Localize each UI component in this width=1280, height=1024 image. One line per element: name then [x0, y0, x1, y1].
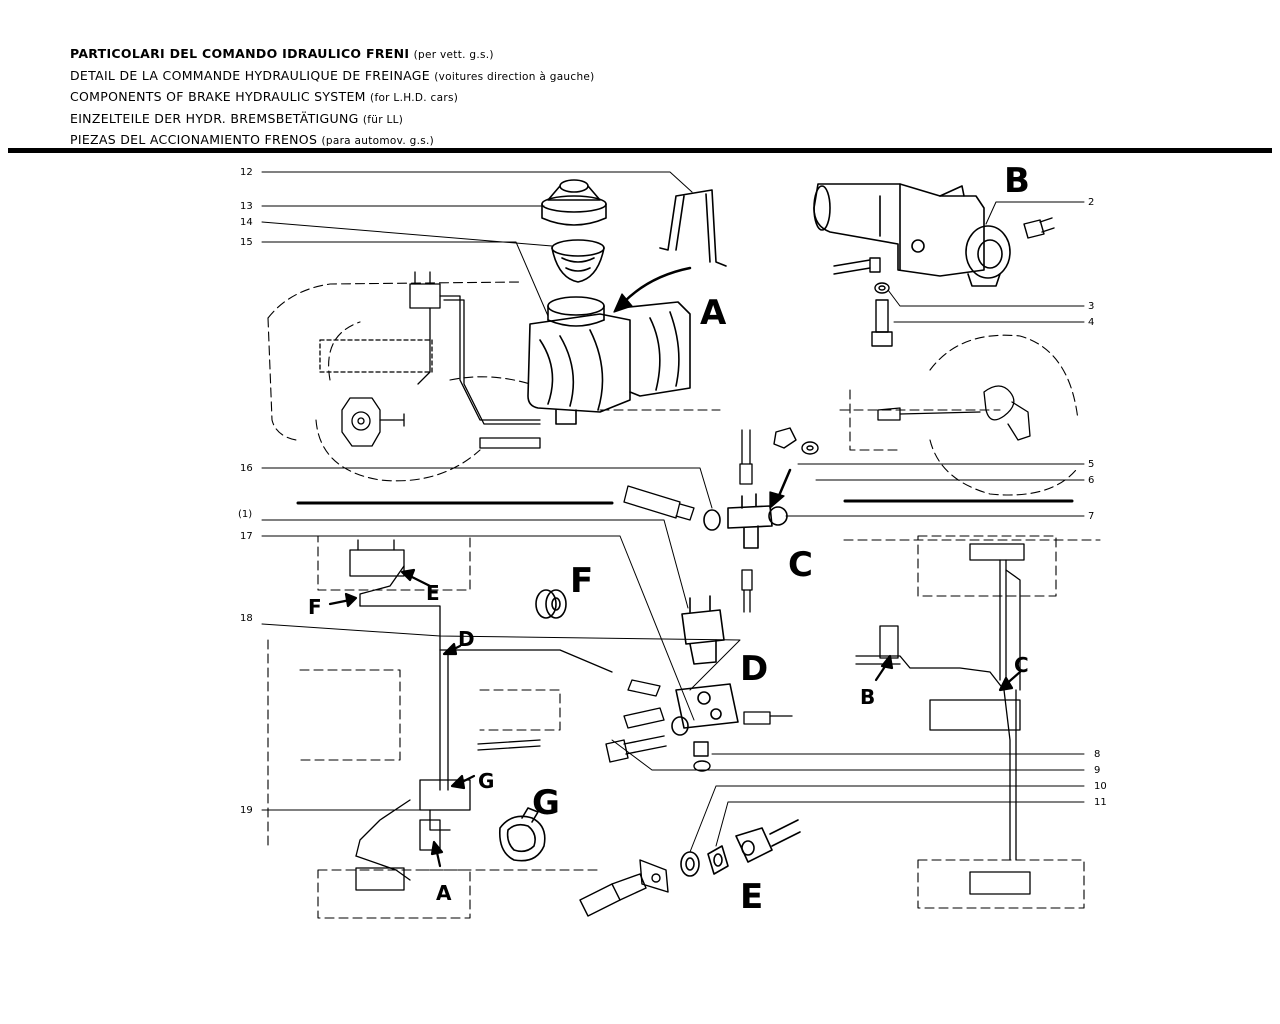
callout-11: 11	[1094, 797, 1107, 808]
nut-5-6	[773, 427, 819, 455]
stoplight-switch-d	[681, 595, 725, 665]
title-de: EINZELTEILE DER HYDR. BREMSBETÄTIGUNG (f…	[70, 110, 404, 126]
front-car-pipework	[349, 539, 613, 891]
master-cylinder-lines	[319, 271, 541, 449]
arrow-to-tee	[776, 468, 792, 500]
brake-hose-e	[579, 859, 669, 917]
bolt-4	[871, 299, 893, 347]
label-c-small: C	[1014, 653, 1029, 677]
callout-2: 2	[1088, 197, 1094, 208]
callout-numbers: 12 13 14 15 16 (1) 17 18 19 2 3 4 5 6 7 …	[238, 167, 1107, 816]
rear-car-layout	[843, 535, 1101, 909]
label-e-small: E	[426, 581, 440, 605]
callout-8: 8	[1094, 749, 1100, 760]
master-cylinder-b	[813, 183, 1011, 287]
arrow-to-reservoir-head	[613, 293, 633, 313]
callout-13: 13	[240, 201, 253, 212]
clamp-g	[498, 807, 546, 862]
callout-12: 12	[240, 167, 253, 178]
retaining-clip	[659, 189, 727, 267]
callout-6: 6	[1088, 475, 1094, 486]
hose-end-16	[623, 485, 695, 521]
callout-1: (1)	[238, 509, 252, 520]
arrow-to-tee-head	[769, 491, 785, 509]
pipe-nut-e	[735, 819, 801, 863]
washer-10-11	[680, 845, 729, 877]
bolt-8-9	[605, 735, 711, 772]
callout-17: 17	[240, 531, 253, 542]
callout-7: 7	[1088, 511, 1094, 522]
label-g-main: G	[532, 783, 560, 823]
header-block: PARTICOLARI DEL COMANDO IDRAULICO FRENI …	[70, 44, 595, 152]
label-f-small: F	[308, 595, 322, 619]
diagram-arrows	[328, 568, 1022, 868]
bolt-2	[1023, 217, 1055, 239]
tee-fitting-c	[727, 493, 788, 549]
title-en: COMPONENTS OF BRAKE HYDRAULIC SYSTEM (fo…	[70, 89, 459, 104]
header-rule	[8, 148, 1272, 153]
callout-14: 14	[240, 217, 253, 228]
callout-4: 4	[1088, 317, 1094, 328]
bleed-screw-b	[833, 257, 881, 275]
label-b-main: B	[1004, 161, 1030, 201]
arrow-to-reservoir	[622, 266, 692, 304]
reservoir-filter	[551, 239, 605, 283]
label-b-small: B	[860, 685, 875, 709]
callout-16: 16	[240, 463, 253, 474]
pipe-union-c-top	[739, 429, 753, 485]
pipe-unions-d	[623, 679, 793, 729]
label-e-main: E	[740, 877, 763, 917]
washer-3	[874, 282, 890, 294]
section-dividers	[296, 499, 1074, 505]
four-way-fitting-d	[671, 683, 739, 736]
section-letters: A B C D E F G E F D G A B C	[308, 161, 1030, 917]
callout-5: 5	[1088, 459, 1094, 470]
reservoir-cap	[541, 179, 607, 226]
rear-brake-assembly	[877, 385, 1031, 441]
title-it: PARTICOLARI DEL COMANDO IDRAULICO FRENI …	[70, 46, 494, 61]
title-es: PIEZAS DEL ACCIONAMIENTO FRENOS (para au…	[70, 132, 435, 147]
label-d-small: D	[458, 627, 475, 651]
label-d-main: D	[740, 649, 768, 689]
label-g-small: G	[478, 769, 494, 793]
reservoir-tank	[527, 296, 691, 425]
washer-16	[703, 509, 721, 531]
callout-10: 10	[1094, 781, 1107, 792]
rear-car-outline	[839, 334, 1079, 496]
label-f-main: F	[570, 561, 593, 601]
grommet-f	[535, 589, 567, 619]
title-fr: DETAIL DE LA COMMANDE HYDRAULIQUE DE FRE…	[70, 67, 595, 83]
front-brake-caliper	[341, 397, 405, 447]
callout-3: 3	[1088, 301, 1094, 312]
leader-lines	[261, 171, 1085, 853]
front-car-layout	[267, 535, 601, 919]
front-car-outline	[267, 281, 721, 482]
callout-15: 15	[240, 237, 253, 248]
pipe-union-c-bottom	[741, 569, 753, 613]
label-a-main: A	[700, 293, 727, 333]
rear-car-pipework	[855, 543, 1031, 895]
label-a-small: A	[436, 881, 452, 905]
callout-9: 9	[1094, 765, 1100, 776]
callout-19: 19	[240, 805, 253, 816]
callout-18: 18	[240, 613, 253, 624]
label-c-main: C	[788, 545, 813, 585]
